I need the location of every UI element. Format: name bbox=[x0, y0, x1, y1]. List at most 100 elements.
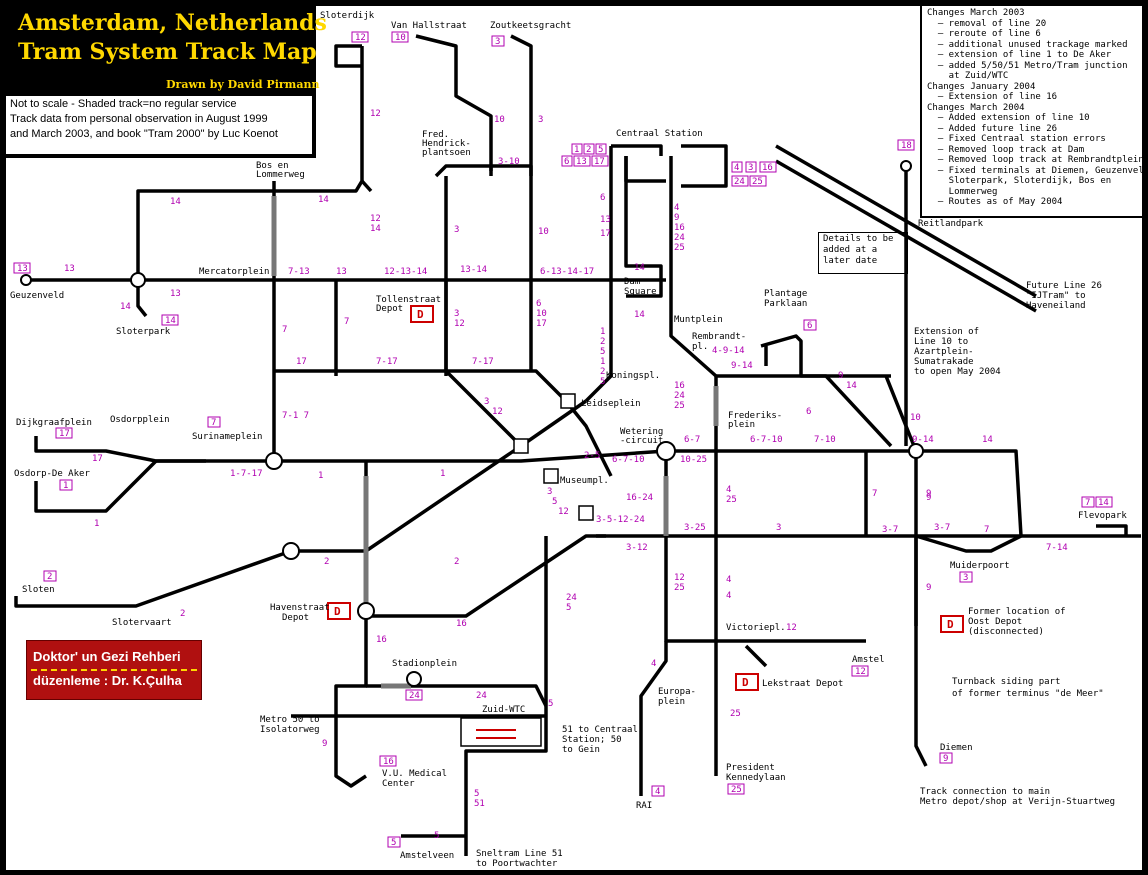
route-number: 10 bbox=[538, 227, 549, 237]
route-box: 7 bbox=[207, 416, 221, 428]
label-cs1: 51 to Centraal bbox=[562, 725, 638, 735]
route-number: 25 bbox=[674, 583, 685, 593]
stops bbox=[20, 160, 924, 687]
change-line: Changes January 2004 bbox=[927, 81, 1036, 92]
badge-divider bbox=[31, 669, 197, 671]
svg-text:1: 1 bbox=[574, 145, 579, 155]
label-dam1: Dam bbox=[624, 277, 640, 287]
svg-text:17: 17 bbox=[594, 157, 605, 167]
route-number: 9 bbox=[926, 493, 931, 503]
route-number: 3-7 bbox=[934, 523, 950, 533]
label-turn1: Turnback siding part bbox=[952, 677, 1060, 687]
route-number: 3 bbox=[454, 225, 459, 235]
label-surinam: Surinameplein bbox=[192, 432, 262, 442]
route-number: 12 bbox=[558, 507, 569, 517]
label-wet1: Wetering bbox=[620, 427, 663, 437]
route-boxes: 12 10 3 13 17 14 1 2 7 1 2 5 6 13 17 4 3… bbox=[13, 31, 1113, 848]
details-line: added at a bbox=[823, 245, 878, 255]
route-number: 10 bbox=[494, 115, 505, 125]
depot-label: D bbox=[417, 308, 424, 321]
route-number: 16 bbox=[376, 635, 387, 645]
route-number: 2 bbox=[324, 557, 329, 567]
route-box: 16 bbox=[759, 161, 777, 173]
label-oost2: Oost Depot bbox=[968, 617, 1022, 627]
tram-map: D D D D Sloterdijk Van Hallstraat Zoutke… bbox=[6, 6, 1148, 870]
route-box: 18 bbox=[897, 139, 915, 151]
route-number: 16 bbox=[674, 381, 685, 391]
station-labels: Sloterdijk Van Hallstraat Zoutkeetsgrach… bbox=[10, 11, 1127, 869]
label-sloten: Sloten bbox=[22, 585, 55, 595]
route-box: 2 bbox=[583, 143, 595, 155]
route-number: 14 bbox=[370, 224, 381, 234]
change-line: at Zuid/WTC bbox=[927, 71, 1009, 81]
svg-text:25: 25 bbox=[752, 177, 763, 187]
route-number: 5 bbox=[600, 377, 605, 387]
route-number: 1 bbox=[440, 469, 445, 479]
route-number: 5 bbox=[552, 497, 557, 507]
label-rai: RAI bbox=[636, 801, 652, 811]
label-snel1: Sneltram Line 51 bbox=[476, 849, 563, 859]
label-track2: Metro depot/shop at Verijn-Stuartweg bbox=[920, 797, 1115, 807]
svg-text:2: 2 bbox=[586, 145, 591, 155]
route-number: 3-25 bbox=[684, 523, 706, 533]
route-number: 13 bbox=[600, 215, 611, 225]
route-number: 24 bbox=[674, 233, 685, 243]
label-plantage1: Plantage bbox=[764, 289, 807, 299]
zuid-wtc-station bbox=[460, 717, 542, 747]
route-number: 14 bbox=[846, 381, 857, 391]
label-vu1: V.U. Medical bbox=[382, 769, 447, 779]
route-number: 2-5 bbox=[584, 451, 600, 461]
route-box: 16 bbox=[379, 755, 397, 767]
svg-text:3: 3 bbox=[963, 573, 968, 583]
label-fut3: Haveneiland bbox=[1026, 301, 1086, 311]
route-number: 13 bbox=[336, 267, 347, 277]
route-box: 4 bbox=[651, 785, 665, 797]
change-line: — Removed loop track at Rembrandtplein bbox=[927, 155, 1144, 165]
label-fred3: plantsoen bbox=[422, 148, 471, 158]
label-sloterdijk: Sloterdijk bbox=[320, 11, 375, 21]
route-box: 24 bbox=[405, 689, 423, 701]
change-line: — additional unused trackage marked bbox=[927, 39, 1128, 50]
note-line: and March 2003, and book "Tram 2000" by … bbox=[10, 128, 278, 140]
route-number: 16 bbox=[456, 619, 467, 629]
change-line: — Fixed terminals at Diemen, Geuzenveld, bbox=[927, 165, 1148, 176]
label-haven2: Depot bbox=[282, 613, 309, 623]
route-number: 25 bbox=[726, 495, 737, 505]
route-box: 1 bbox=[59, 479, 73, 491]
label-cs2: Station; 50 bbox=[562, 735, 622, 745]
label-lekstraat: Lekstraat Depot bbox=[762, 679, 843, 689]
route-number: 6-7-10 bbox=[750, 435, 783, 445]
route-number: 12 bbox=[674, 573, 685, 583]
route-number: 16 bbox=[674, 223, 685, 233]
label-osdorpplein: Osdorpplein bbox=[110, 415, 170, 425]
label-oost1: Former location of bbox=[968, 607, 1066, 617]
label-ext2: Line 10 to bbox=[914, 337, 968, 347]
shaded-tracks bbox=[271, 196, 719, 689]
route-number: 6-7-10 bbox=[612, 455, 645, 465]
label-ext3: Azartplein- bbox=[914, 347, 974, 357]
route-number: 14 bbox=[120, 302, 131, 312]
label-frederiks1: Frederiks- bbox=[728, 411, 782, 421]
route-number: 25 bbox=[730, 709, 741, 719]
svg-text:12: 12 bbox=[355, 33, 366, 43]
route-number: 3 bbox=[538, 115, 543, 125]
route-number: 9-14 bbox=[731, 361, 753, 371]
track-map-svg: D D D D Sloterdijk Van Hallstraat Zoutke… bbox=[10, 11, 1141, 869]
route-box: 17 bbox=[55, 427, 73, 439]
route-number: 9-14 bbox=[912, 435, 934, 445]
route-number: 7 bbox=[984, 525, 989, 535]
route-number: 6 bbox=[806, 407, 811, 417]
route-number: 7-10 bbox=[814, 435, 836, 445]
route-number: 12 bbox=[370, 109, 381, 119]
route-number: 7-14 bbox=[1046, 543, 1068, 553]
route-number: 5 bbox=[434, 831, 439, 841]
route-number: 14 bbox=[634, 310, 645, 320]
junction-markers bbox=[513, 393, 594, 521]
svg-text:9: 9 bbox=[943, 754, 948, 764]
svg-text:12: 12 bbox=[855, 667, 866, 677]
route-box: 14 bbox=[1095, 496, 1113, 508]
route-number: 17 bbox=[600, 229, 611, 239]
oost-depot bbox=[940, 615, 964, 633]
route-number: 7-13 bbox=[288, 267, 310, 277]
svg-text:16: 16 bbox=[762, 163, 773, 173]
